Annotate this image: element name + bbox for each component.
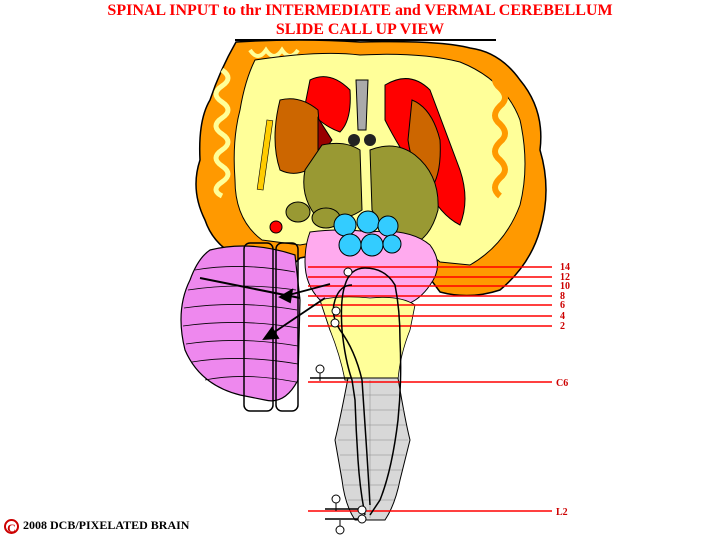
neuron-cell-bodies xyxy=(315,267,367,535)
cyan-nucleus xyxy=(377,215,399,237)
pathway-outer xyxy=(340,267,402,516)
cell-body xyxy=(335,525,345,535)
level-label-14: 14 xyxy=(560,262,570,273)
cyan-nucleus xyxy=(360,233,384,257)
arrowhead-icon xyxy=(278,288,294,304)
cell-body xyxy=(331,494,341,504)
level-label-12: 12 xyxy=(560,272,570,283)
projection-arrows xyxy=(262,283,331,341)
cyan-nuclei xyxy=(333,210,402,257)
level-label-l2: L2 xyxy=(556,507,568,518)
cell-body xyxy=(315,364,325,374)
level-label-10: 10 xyxy=(560,281,570,292)
level-label-8: 8 xyxy=(560,291,565,302)
putamen-left xyxy=(274,98,323,174)
level-label-4: 4 xyxy=(560,311,565,322)
vermis-outline xyxy=(243,242,274,412)
level-label-2: 2 xyxy=(560,321,565,332)
copyright-text: 2008 DCB/PIXELATED BRAIN xyxy=(23,518,190,532)
lateral-ventricle xyxy=(355,79,369,131)
cyan-nucleus xyxy=(338,233,362,257)
third-ventricle-dot-right xyxy=(364,134,376,146)
slide-title: SPINAL INPUT to thr INTERMEDIATE and VER… xyxy=(107,2,613,19)
cell-body xyxy=(330,318,340,328)
level-label-6: 6 xyxy=(560,300,565,311)
third-ventricle-dot-left xyxy=(348,134,360,146)
cell-body xyxy=(331,306,341,316)
small-red-nucleus xyxy=(269,220,283,234)
pathway-inner xyxy=(332,284,371,506)
arrowhead-icon xyxy=(262,326,280,341)
internal-capsule-strip xyxy=(256,119,274,191)
cortex-gyri-right xyxy=(492,67,508,199)
slide-subtitle: SLIDE CALL UP VIEW xyxy=(275,21,445,38)
intermediate-zone-outline xyxy=(275,242,299,412)
spinal-cord xyxy=(334,377,411,521)
thalamic-nucleus-1 xyxy=(285,201,311,223)
copyright-footer: C 2008 DCB/PIXELATED BRAIN xyxy=(4,518,190,535)
cerebral-hemisphere xyxy=(195,39,547,297)
cyan-nucleus xyxy=(382,234,402,254)
cortex-gyri-left xyxy=(213,67,231,199)
level-label-c6: C6 xyxy=(556,378,568,389)
cyan-nucleus xyxy=(356,210,380,234)
cyan-nucleus xyxy=(333,213,357,237)
cell-body xyxy=(357,505,367,515)
cell-body xyxy=(343,267,353,277)
medulla-yellow xyxy=(319,296,416,381)
copyright-icon: C xyxy=(4,518,19,535)
cerebellum-hemisphere xyxy=(180,245,301,402)
cell-body xyxy=(357,514,367,524)
spinocerebellar-pathway xyxy=(310,267,402,520)
